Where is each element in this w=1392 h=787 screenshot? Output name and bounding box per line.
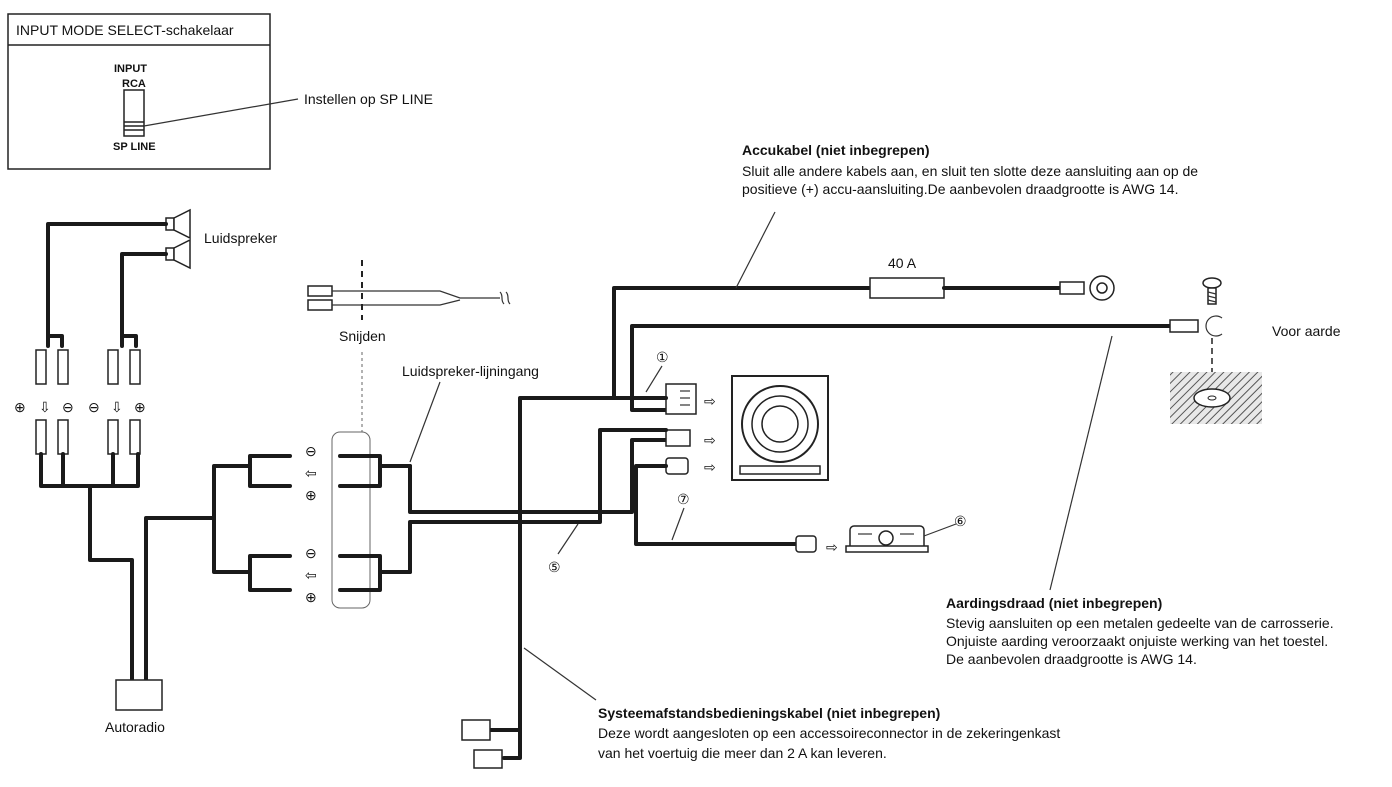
arrow-right-icon-4: ⇨ [826, 539, 838, 555]
speaker-wire-a [46, 222, 168, 348]
marker-1: ① [656, 349, 669, 365]
ground-lug-icon [1205, 315, 1223, 337]
arrow-down-icon-2: ⇩ [111, 399, 123, 415]
bass-remote-plug [795, 535, 817, 553]
minus-symbol-left: ⊖ [62, 399, 74, 415]
chassis-ground-icon [1170, 372, 1262, 424]
remote-spade-icon [473, 749, 503, 769]
marker-7: ⑦ [677, 491, 690, 507]
minus-symbol-front: ⊖ [305, 443, 317, 459]
plus-symbol-front: ⊕ [305, 487, 317, 503]
speaker-line-input-callout [409, 381, 441, 463]
fuse-icon [869, 277, 945, 299]
bass-remote-cable [634, 464, 798, 546]
input-mode-title: INPUT MODE SELECT-schakelaar [16, 22, 234, 38]
battery-line-2: positieve (+) accu-aansluiting.De aanbev… [742, 181, 1178, 197]
head-unit-wire-a [88, 484, 134, 682]
ground-line-1: Stevig aansluiten op een metalen gedeelt… [946, 615, 1334, 631]
switch-callout-text: Instellen op SP LINE [304, 91, 433, 107]
ground-title: Aardingsdraad (niet inbegrepen) [946, 595, 1162, 611]
arrow-left-icon-rear: ⇦ [305, 567, 317, 583]
ground-line-2: Onjuiste aarding veroorzaakt onjuiste we… [946, 633, 1328, 649]
fuse-label: 40 A [888, 255, 917, 271]
marker-6: ⑥ [954, 513, 967, 529]
remote-line-1: Deze wordt aangesloten op een accessoire… [598, 725, 1060, 741]
speaker-label: Luidspreker [204, 230, 277, 246]
arrow-right-icon-1: ⇨ [704, 393, 716, 409]
arrow-right-icon-2: ⇨ [704, 432, 716, 448]
remote-callout-line [523, 647, 597, 701]
head-unit-box [115, 679, 163, 711]
arrow-right-icon-3: ⇨ [704, 459, 716, 475]
ground-wire [630, 324, 1172, 412]
input-mode-box: INPUT MODE SELECT-schakelaar INPUT RCA S… [7, 13, 299, 170]
speaker-input-plug [665, 429, 691, 447]
switch-spline-label: SP LINE [113, 141, 156, 153]
slide-switch-icon [123, 89, 145, 137]
remote-fuse-tap-icon [461, 719, 491, 741]
switch-callout-line [143, 98, 299, 127]
ground-callout-line [1049, 335, 1113, 591]
remote-title: Systeemafstandsbedieningskabel (niet inb… [598, 705, 940, 721]
speaker-line-input-connector [331, 431, 371, 609]
head-unit-label: Autoradio [105, 719, 165, 735]
speaker-line-input-label: Luidspreker-lijningang [402, 363, 539, 379]
arrow-down-icon: ⇩ [39, 399, 51, 415]
battery-title: Accukabel (niet inbegrepen) [742, 142, 929, 158]
battery-line-1: Sluit alle andere kabels aan, en sluit t… [742, 163, 1198, 179]
power-connector [665, 383, 697, 415]
speaker-input-harness [408, 438, 668, 514]
plus-symbol-right: ⊕ [134, 399, 146, 415]
speaker-terminals [35, 349, 141, 455]
cut-connector-icon [307, 285, 511, 311]
speaker-wire-b [120, 252, 168, 348]
switch-rca-label: RCA [122, 78, 146, 90]
plus-symbol-left: ⊕ [14, 399, 26, 415]
marker-5: ⑤ [548, 559, 561, 575]
ground-target-label: Voor aarde [1272, 323, 1341, 339]
plus-symbol-rear: ⊕ [305, 589, 317, 605]
bass-remote-controller-icon [845, 525, 929, 553]
ground-line-3: De aanbevolen draadgrootte is AWG 14. [946, 651, 1197, 667]
arrow-left-icon-front: ⇦ [305, 465, 317, 481]
switch-input-label: INPUT [114, 63, 147, 75]
amplifier-unit-icon [731, 375, 829, 481]
remote-jack-plug [665, 457, 689, 475]
screw-icon [1202, 277, 1222, 305]
remote-line-2: van het voertuig die meer dan 2 A kan le… [598, 745, 887, 761]
minus-symbol-right: ⊖ [88, 399, 100, 415]
speaker-icon [165, 208, 191, 270]
cut-label: Snijden [339, 328, 386, 344]
minus-symbol-rear: ⊖ [305, 545, 317, 561]
battery-callout-line [735, 211, 776, 289]
remote-wire [518, 396, 668, 732]
